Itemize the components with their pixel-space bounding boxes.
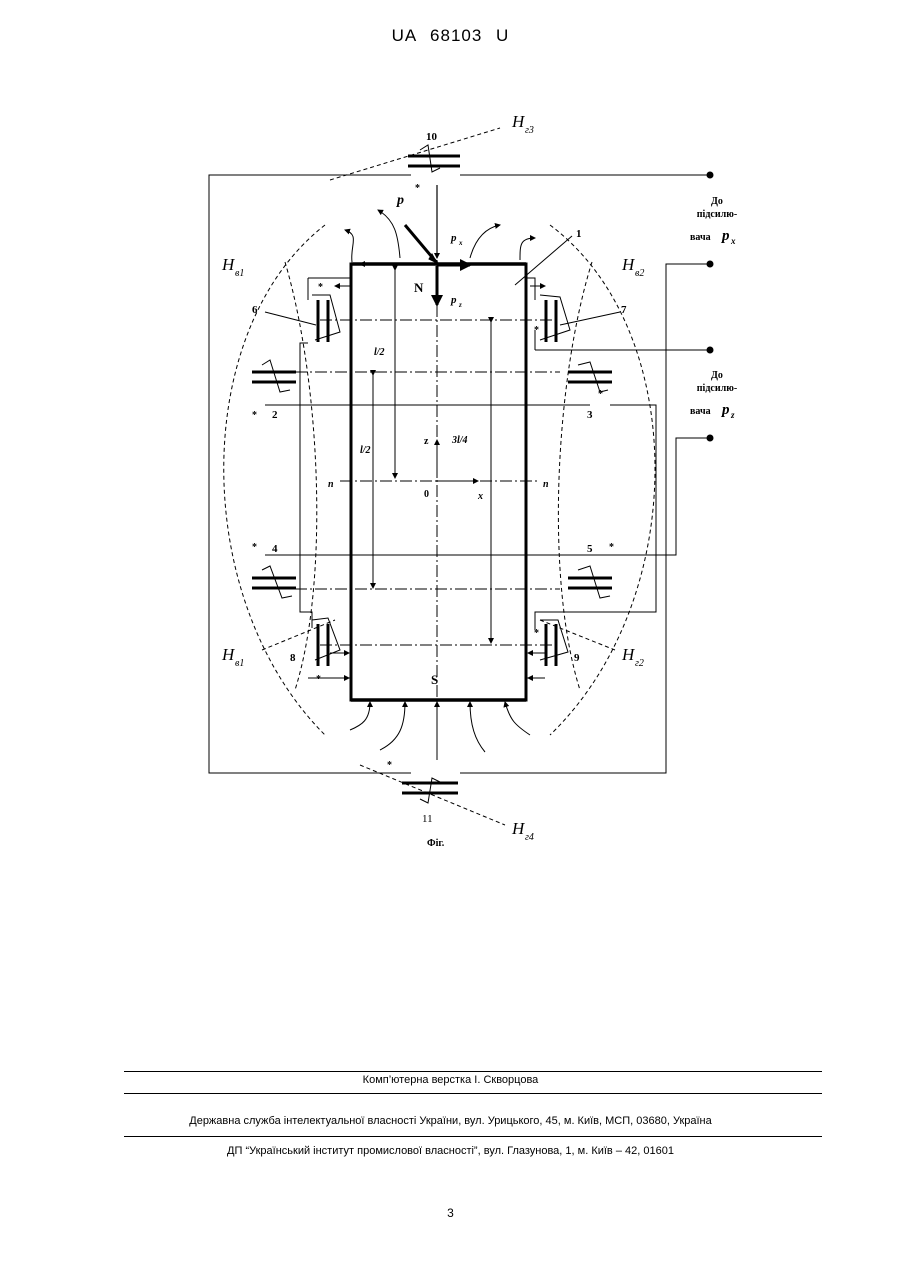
star-marker: * xyxy=(415,183,420,194)
amp-z-line1: До xyxy=(711,370,723,381)
field-sub-g4: г4 xyxy=(525,832,534,843)
amp-z-symbol: p xyxy=(720,402,730,418)
label-n-left: n xyxy=(328,479,334,490)
label-origin: 0 xyxy=(424,489,429,500)
star-marker: * xyxy=(609,542,614,553)
figure-caption: Фіг. xyxy=(427,838,445,849)
footer-typesetter: Комп’ютерна верстка І. Скворцова xyxy=(0,1074,901,1086)
amp-x-symbol: p xyxy=(720,228,730,244)
footer-rule xyxy=(124,1136,822,1137)
label-px-sub: x xyxy=(458,239,463,247)
label-pz-sub: z xyxy=(458,301,462,309)
field-label-hv2: H xyxy=(621,255,636,274)
label-x: x xyxy=(477,491,483,502)
amp-x-line2: підсилю- xyxy=(697,209,737,220)
field-sub-g2: г2 xyxy=(635,658,644,669)
footer-rule xyxy=(124,1071,822,1072)
center-lines xyxy=(255,185,560,760)
ref-number-1: 1 xyxy=(576,228,582,240)
field-label-hg2: H xyxy=(621,645,636,664)
magnet-body xyxy=(351,264,526,700)
ref-number-5: 5 xyxy=(587,543,593,555)
field-label-hg3: H xyxy=(511,112,526,131)
ref-number-4: 4 xyxy=(272,543,278,555)
field-envelopes xyxy=(224,128,655,825)
label-three-quarter: 3l/4 xyxy=(451,435,468,446)
ref-number-3: 3 xyxy=(587,409,593,421)
field-sub-v1: в1 xyxy=(235,268,244,279)
field-sub-g3: г3 xyxy=(525,125,534,136)
sensor-leads xyxy=(262,145,610,803)
label-half-l: l/2 xyxy=(360,445,371,456)
star-marker: * xyxy=(534,325,539,336)
amp-z-line2: підсилю- xyxy=(697,383,737,394)
field-label-hv1: H xyxy=(221,255,236,274)
star-marker: * xyxy=(318,282,323,293)
star-marker: * xyxy=(387,760,392,771)
north-pole-label: N xyxy=(414,280,424,295)
footer-institute: ДП “Український інститут промислової вла… xyxy=(0,1145,901,1157)
star-marker: * xyxy=(252,542,257,553)
footer-rule xyxy=(124,1093,822,1094)
star-marker: * xyxy=(252,410,257,421)
ref-number-9: 9 xyxy=(574,652,580,664)
star-marker: * xyxy=(534,628,539,639)
label-pz: p xyxy=(450,294,457,306)
amp-x-sub: x xyxy=(730,236,736,246)
star-marker: * xyxy=(598,389,603,400)
ref-number-6: 6 xyxy=(252,304,258,316)
field-lines-bottom xyxy=(350,702,530,760)
label-px: p xyxy=(450,232,457,244)
amp-z-line3: вача xyxy=(690,406,711,417)
field-sub-v2: в2 xyxy=(635,268,644,279)
label-z: z xyxy=(424,436,429,447)
label-half-l-top: l/2 xyxy=(374,347,385,358)
dimension-arrows xyxy=(373,270,491,643)
footer-agency: Державна служба інтелектуальної власност… xyxy=(0,1115,901,1127)
hall-sensors xyxy=(252,156,612,793)
south-pole-label: S xyxy=(431,672,438,687)
label-p: p xyxy=(396,193,404,208)
star-marker: * xyxy=(316,674,321,685)
field-label-hv1-bottom: H xyxy=(221,645,236,664)
field-sub-v1-bottom: в1 xyxy=(235,658,244,669)
label-n-right: n xyxy=(543,479,549,490)
page-number: 3 xyxy=(0,1206,901,1220)
amp-x-line3: вача xyxy=(690,232,711,243)
amp-x-line1: До xyxy=(711,196,723,207)
amp-z-sub: z xyxy=(730,410,735,420)
ref-number-11: 11 xyxy=(422,813,433,825)
field-lines-top xyxy=(345,210,535,264)
ref-number-7: 7 xyxy=(621,304,627,316)
ref-number-8: 8 xyxy=(290,652,296,664)
field-label-hg4: H xyxy=(511,819,526,838)
ref-number-2: 2 xyxy=(272,409,278,421)
ref-number-10: 10 xyxy=(426,131,438,143)
